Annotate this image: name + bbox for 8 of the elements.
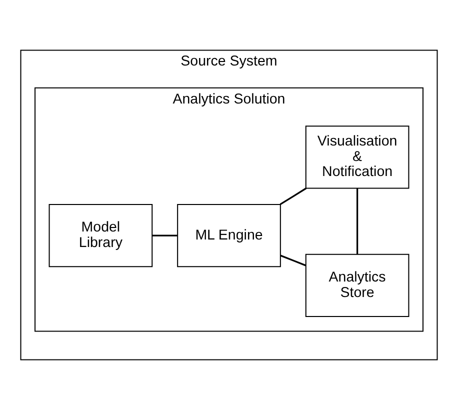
node-box: ML Engine	[177, 204, 281, 268]
connector	[280, 188, 307, 206]
node-box: Analytics Store	[305, 254, 410, 318]
connector	[280, 254, 306, 266]
node-box: Visualisation & Notification	[305, 126, 410, 189]
connector	[152, 234, 178, 236]
connector	[356, 188, 358, 254]
node-box: Model Library	[48, 204, 153, 268]
